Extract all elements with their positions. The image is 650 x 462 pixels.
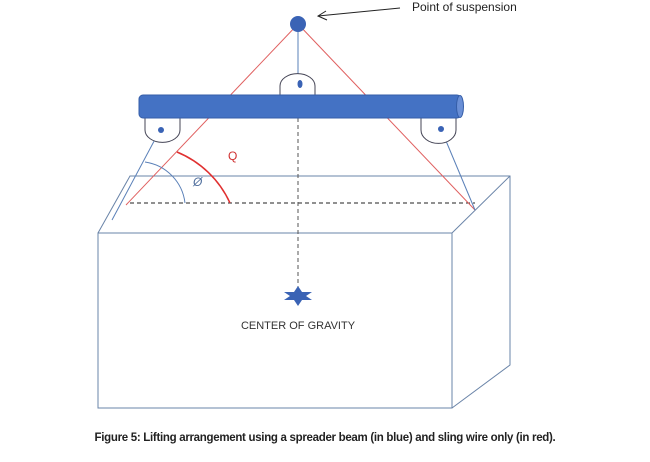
box-corner-edge — [451, 175, 511, 234]
angle-phi-label: Ø — [193, 175, 203, 189]
left-lug-pin — [158, 127, 164, 133]
figure-caption: Figure 5: Lifting arrangement using a sp… — [94, 432, 556, 444]
suspension-arrow-line — [317, 7, 401, 17]
left-blue-sling — [111, 129, 161, 221]
load-box — [97, 175, 511, 409]
center-lug — [279, 73, 316, 96]
spreader-beam-end — [456, 95, 464, 118]
suspension-point — [290, 16, 306, 32]
angle-phi-arc — [144, 161, 186, 204]
angle-q-arc — [176, 151, 231, 204]
center-of-gravity-star-icon — [284, 286, 312, 306]
box-front-face — [97, 232, 453, 409]
right-lug — [420, 118, 457, 144]
point-of-suspension-label: Point of suspension — [412, 0, 517, 14]
right-blue-sling — [440, 128, 476, 211]
arrow-head-icon — [316, 10, 328, 21]
angle-q-label: Q — [228, 149, 238, 163]
right-lug-pin — [438, 126, 444, 132]
spreader-beam — [138, 94, 462, 119]
center-of-gravity-label: CENTER OF GRAVITY — [240, 320, 356, 332]
center-lug-pin — [297, 80, 303, 88]
